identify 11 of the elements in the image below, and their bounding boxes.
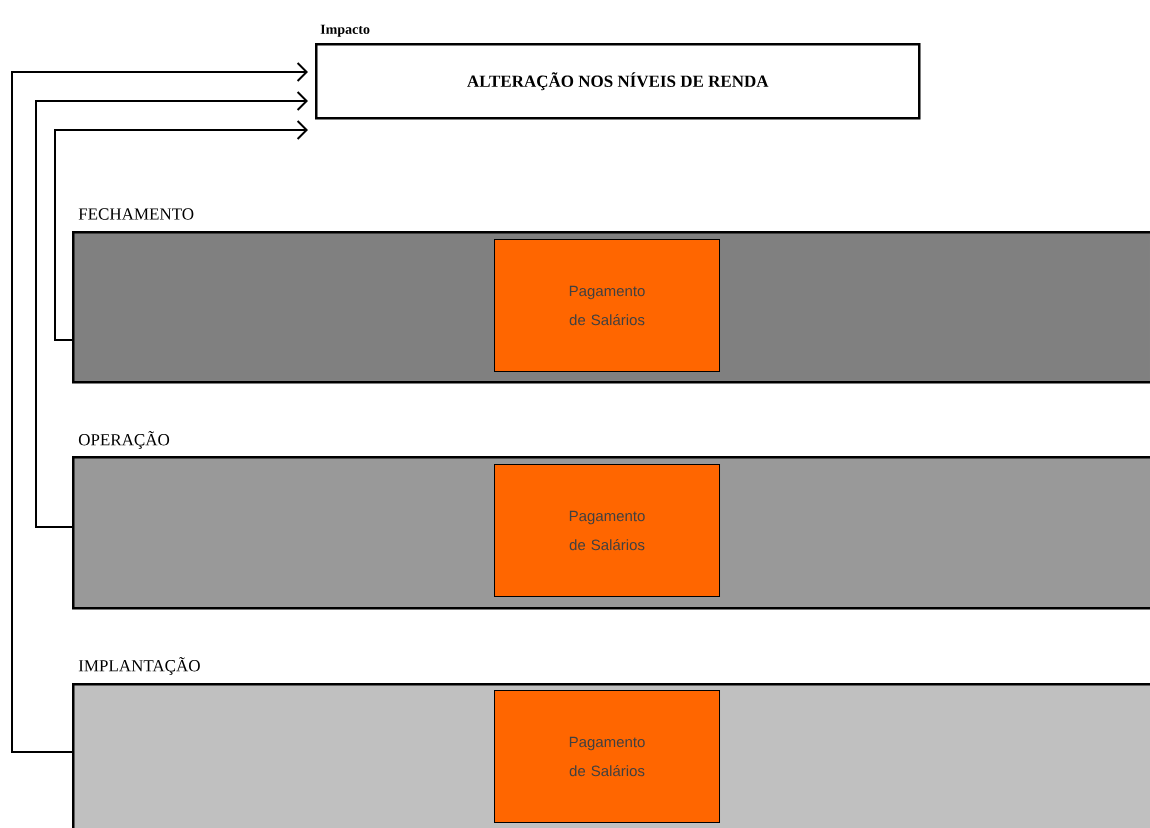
impact-box: ALTERAÇÃO NOS NÍVEIS DE RENDA xyxy=(315,43,921,120)
arrow xyxy=(54,120,308,341)
band-heading: FECHAMENTO xyxy=(78,208,194,220)
activity-box: Pagamento de Salários xyxy=(494,239,720,372)
box-heading: Impacto xyxy=(320,24,370,37)
arrow xyxy=(11,62,308,753)
band-heading: IMPLANTAÇÃO xyxy=(78,657,200,675)
arrow xyxy=(35,91,308,528)
activity-box: Pagamento de Salários xyxy=(494,690,720,823)
activity-box: Pagamento de Salários xyxy=(494,464,720,597)
band-heading: OPERAÇÃO xyxy=(78,431,170,449)
